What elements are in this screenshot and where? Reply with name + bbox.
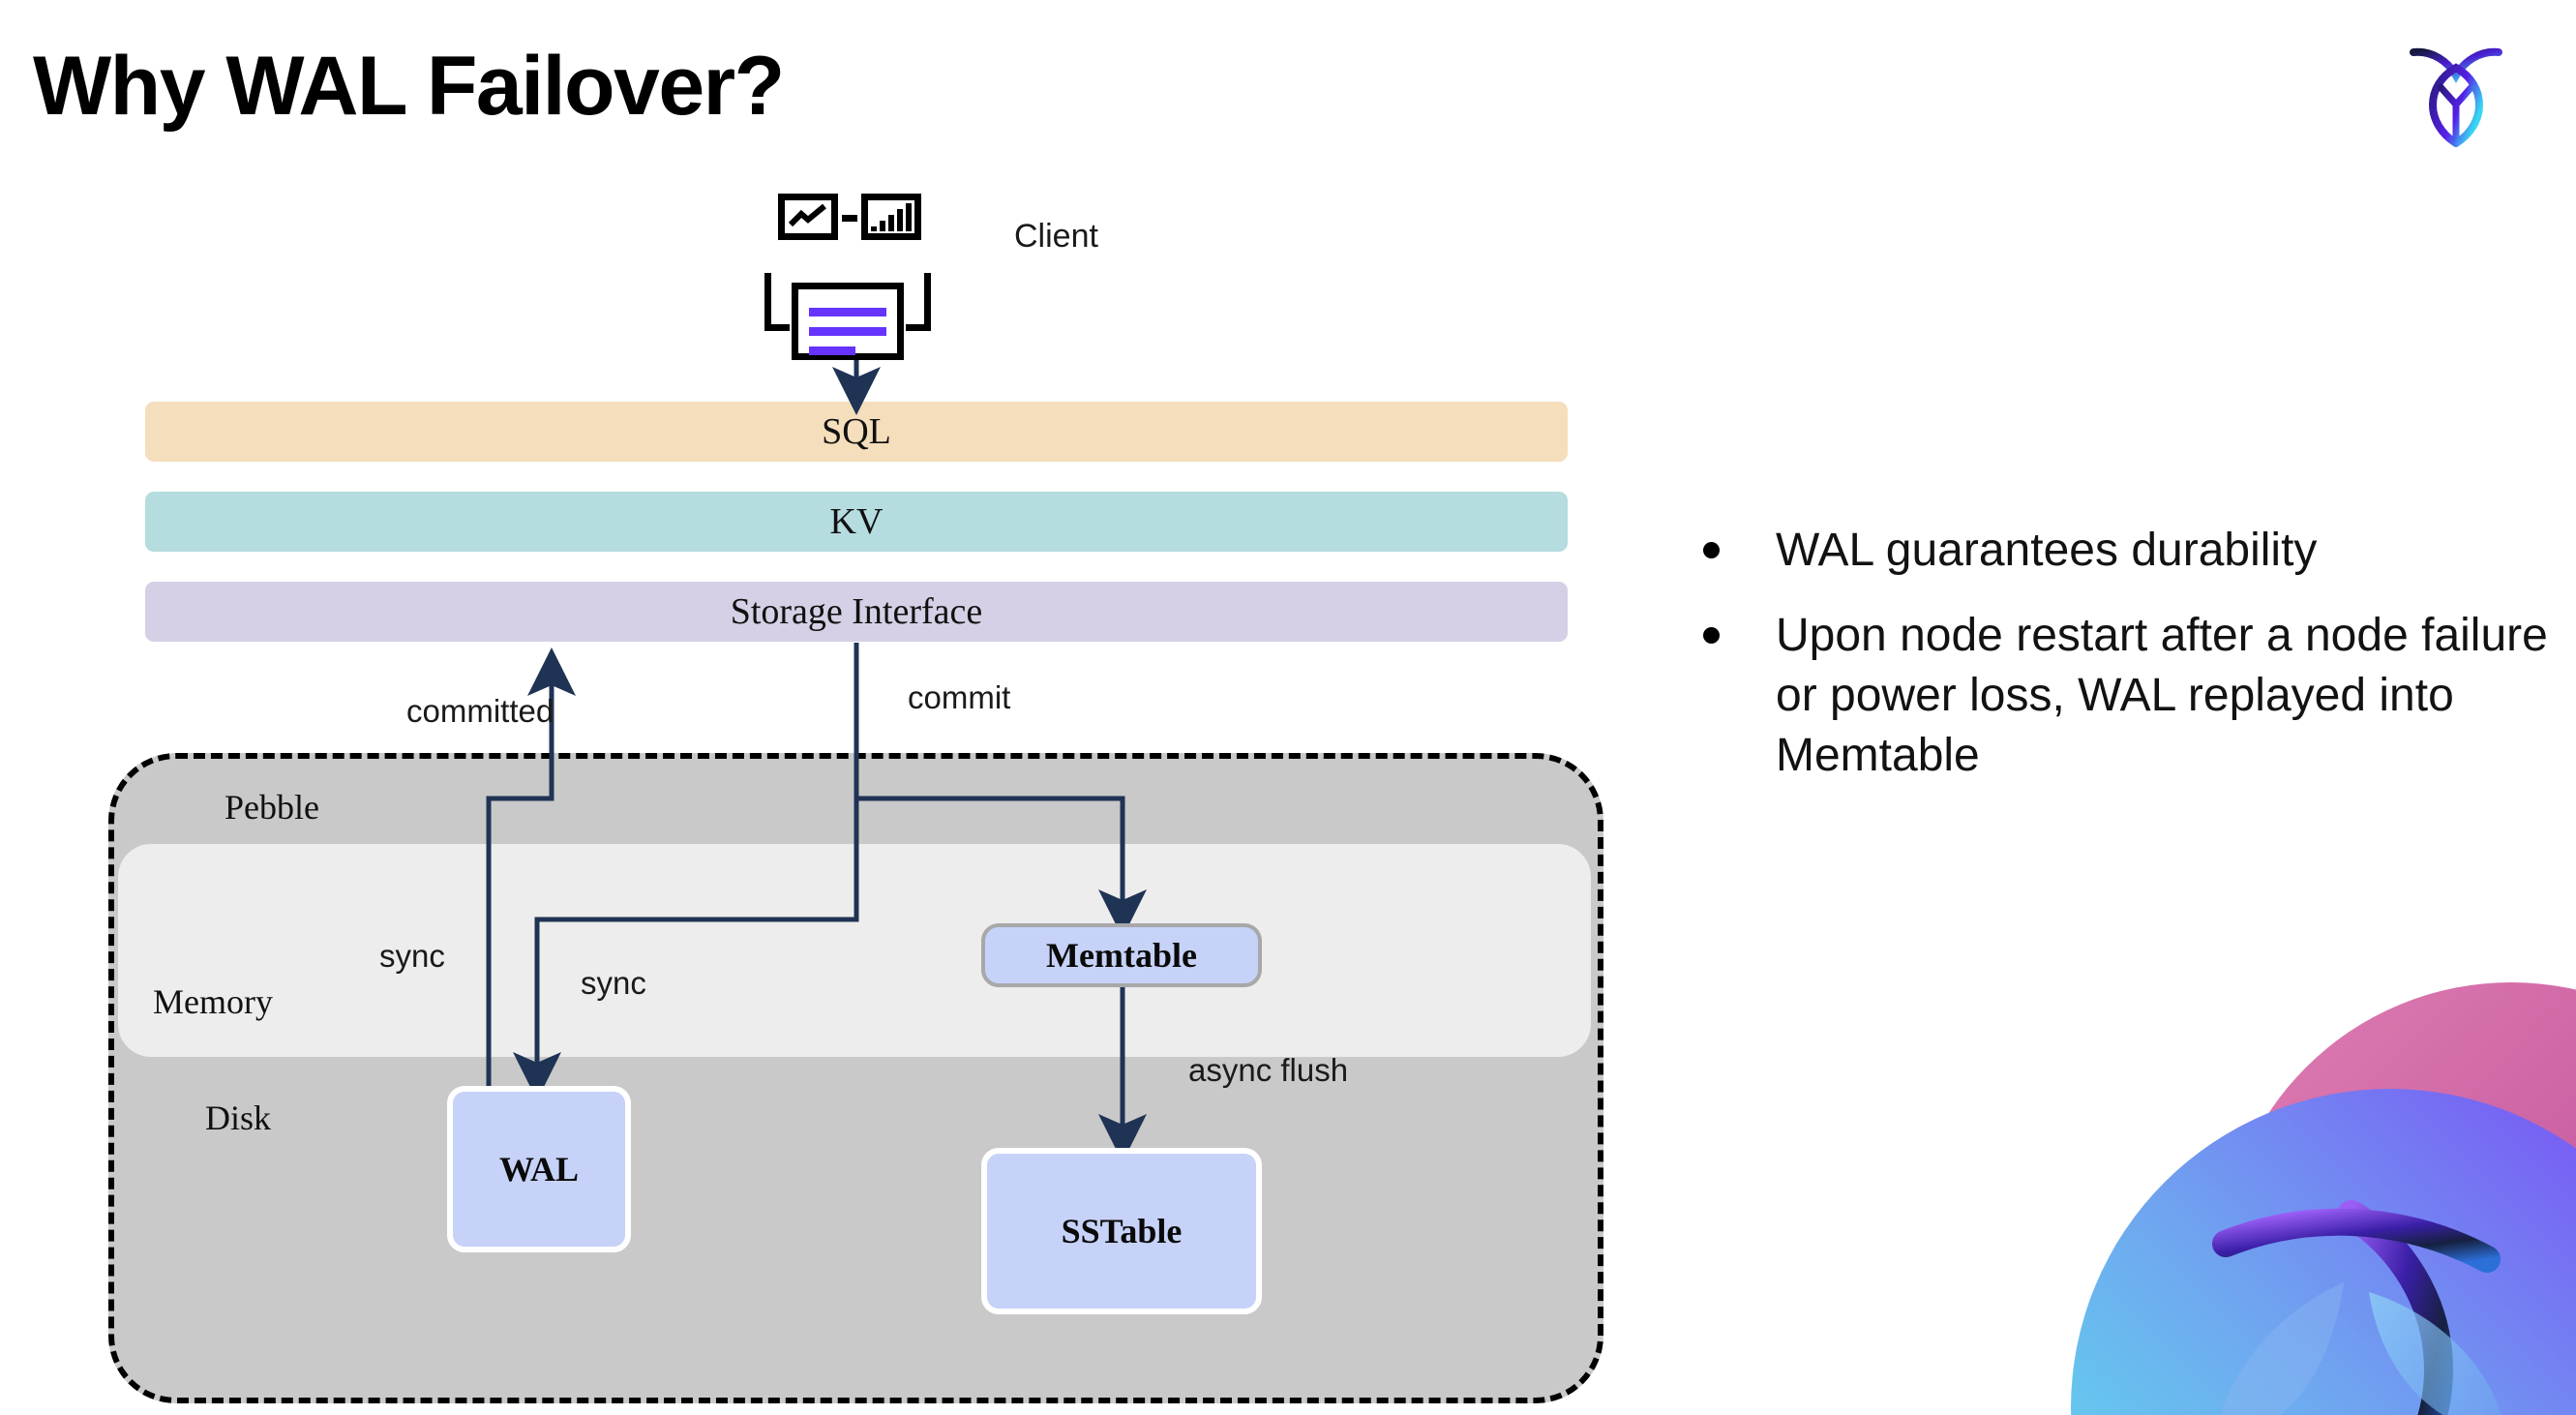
- bullet-text: Upon node restart after a node failure o…: [1776, 609, 2548, 781]
- edge-label-sync-left: sync: [379, 938, 445, 974]
- disk-label: Disk: [205, 1099, 272, 1137]
- list-item: WAL guarantees durability: [1703, 521, 2555, 581]
- node-memtable-label: Memtable: [1046, 936, 1197, 975]
- bullet-list: WAL guarantees durability Upon node rest…: [1703, 521, 2555, 811]
- layer-bar-kv-label: KV: [829, 501, 884, 542]
- cockroachdb-logo: [2398, 31, 2514, 148]
- page-title: Why WAL Failover?: [33, 40, 785, 133]
- architecture-diagram: Client SQL KV Storage Interface Pebble M…: [108, 194, 1603, 1403]
- client-label: Client: [1014, 218, 1098, 255]
- node-memtable[interactable]: Memtable: [981, 923, 1262, 987]
- memory-label: Memory: [153, 982, 273, 1021]
- node-sstable[interactable]: SSTable: [981, 1148, 1262, 1314]
- layer-bar-storage-interface[interactable]: Storage Interface: [145, 582, 1568, 642]
- bullet-dot-icon: [1703, 626, 1720, 644]
- list-item: Upon node restart after a node failure o…: [1703, 606, 2555, 786]
- layer-bar-storage-interface-label: Storage Interface: [730, 591, 983, 632]
- edge-label-commit: commit: [908, 679, 1011, 715]
- cockroachdb-decorative-mark: [1984, 953, 2576, 1415]
- bullet-dot-icon: [1703, 542, 1720, 558]
- edge-label-committed: committed: [406, 693, 554, 729]
- pebble-label: Pebble: [225, 788, 319, 827]
- layer-bar-sql[interactable]: SQL: [145, 402, 1568, 462]
- memory-zone: [118, 844, 1591, 1057]
- bullet-text: WAL guarantees durability: [1776, 525, 2318, 576]
- client-window-icon: [764, 273, 931, 360]
- node-sstable-label: SSTable: [1061, 1212, 1183, 1250]
- node-wal[interactable]: WAL: [447, 1086, 631, 1252]
- edge-label-async-flush: async flush: [1188, 1052, 1349, 1088]
- client-dashboard-icon: [764, 194, 929, 271]
- node-wal-label: WAL: [498, 1150, 580, 1189]
- layer-bar-sql-label: SQL: [822, 411, 891, 452]
- layer-bar-kv[interactable]: KV: [145, 492, 1568, 552]
- edge-label-sync-right: sync: [581, 965, 646, 1001]
